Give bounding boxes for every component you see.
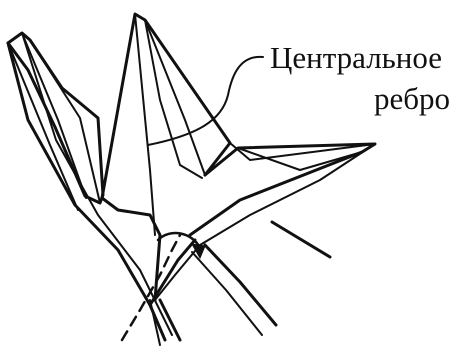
callout-label-line2: ребро	[374, 81, 450, 116]
callout-label: Центральное ребро	[270, 40, 450, 116]
lower-right-edge-1	[205, 245, 276, 325]
left-wing-fold-3	[8, 43, 78, 210]
left-wing-inner-fold	[22, 33, 86, 198]
lower-left-flap	[102, 198, 160, 300]
left-body-edge-2	[22, 33, 172, 335]
central-point-inner	[135, 14, 155, 235]
left-wing-outline	[8, 33, 103, 203]
callout-label-line1: Центральное	[270, 40, 442, 75]
right-trailing-line	[272, 222, 330, 257]
